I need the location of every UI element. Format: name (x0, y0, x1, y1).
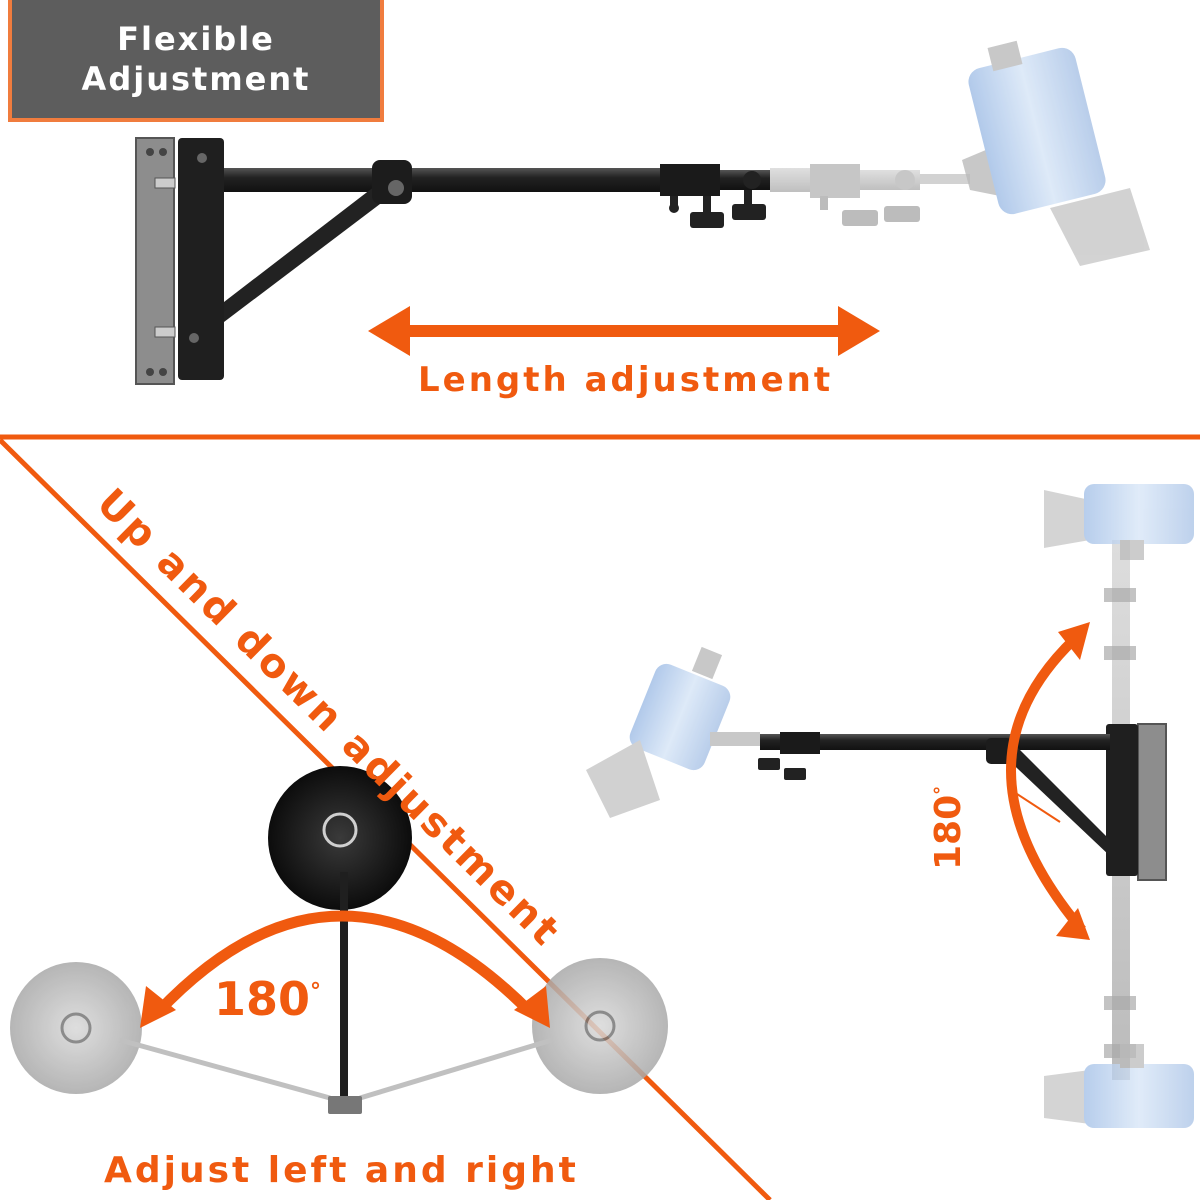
ghost-studio-light (962, 40, 1150, 266)
left-right-assembly (10, 766, 668, 1114)
horizontal-rotation-arrow (154, 910, 534, 1016)
diagonal-strut (224, 186, 388, 322)
right-boom-arm (760, 734, 1110, 750)
right-mount-bracket (1106, 724, 1138, 876)
length-adjustment-label: Length adjustment (418, 360, 834, 400)
center-softbox (268, 766, 412, 1102)
stand-base (328, 1096, 362, 1114)
degree-symbol-right: ° (931, 785, 952, 795)
ghost-softbox-right (359, 958, 668, 1101)
length-arrow (368, 306, 880, 356)
title-box: Flexible Adjustment (8, 0, 384, 122)
wall-plate (135, 137, 175, 385)
vertical-rotation-arrow (1006, 628, 1086, 934)
mount-bracket (178, 138, 224, 380)
angle-label-right: 180° (928, 786, 969, 870)
ghost-softbox-left (10, 962, 331, 1101)
angle-label-bottom: 180° (214, 972, 321, 1026)
left-right-adjustment-label: Adjust left and right (104, 1150, 579, 1191)
top-boom-assembly (135, 40, 1150, 385)
title-line-1: Flexible (117, 20, 275, 58)
right-rotation-assembly (586, 484, 1194, 1128)
ghost-light-bottom (1044, 1044, 1194, 1128)
right-wall-plate (1137, 723, 1167, 881)
degree-symbol-bottom: ° (310, 979, 322, 1005)
angle-value-bottom: 180 (214, 972, 311, 1026)
ghost-light-top (1044, 484, 1194, 560)
ghost-extension (770, 164, 970, 226)
ghost-light-left (586, 646, 760, 818)
boom-arm (224, 168, 660, 192)
angle-value-right: 180 (928, 794, 969, 870)
title-line-2: Adjustment (81, 60, 311, 98)
